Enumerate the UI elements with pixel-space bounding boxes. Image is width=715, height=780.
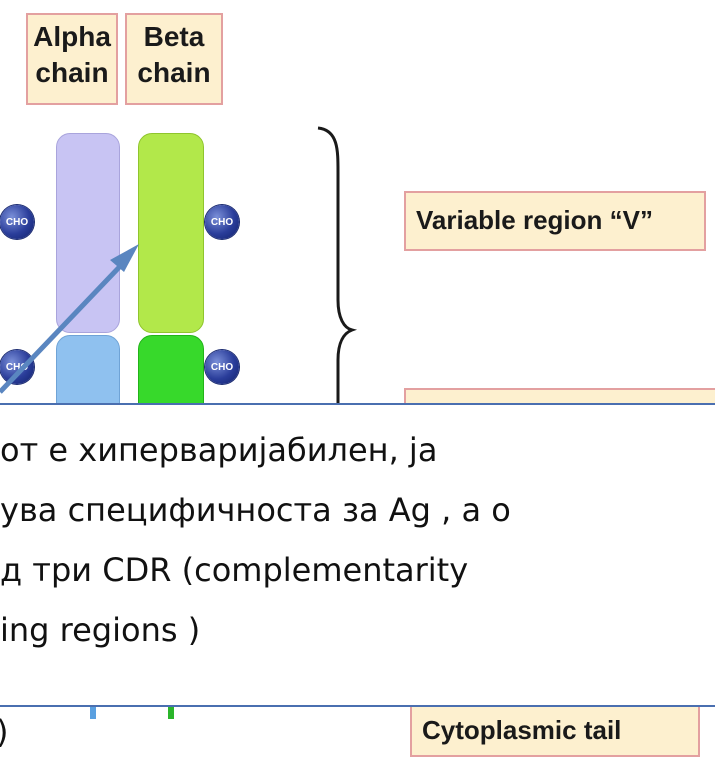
variable-region-label: Variable region “V”: [404, 191, 706, 251]
alpha-variable-domain: [56, 133, 120, 333]
bottom-text: ): [0, 713, 8, 751]
cho-glycan-icon: CHO: [0, 350, 34, 384]
caption-line-1: от е хиперваријабилен, ја: [0, 431, 438, 469]
bottom-divider: [0, 705, 715, 707]
alpha-transmembrane-stub: [90, 707, 96, 719]
caption-line-3: д три CDR (complementarity: [0, 551, 469, 589]
cho-label: CHO: [5, 216, 29, 228]
alpha-chain-label: Alpha chain: [26, 13, 118, 105]
diagram-overlay: [0, 126, 358, 405]
pointer-arrowhead: [110, 244, 139, 272]
cytoplasmic-tail-label: Cytoplasmic tail: [410, 707, 700, 757]
pointer-arrow: [0, 256, 130, 394]
beta-chain-label: Beta chain: [125, 13, 223, 105]
cho-glycan-icon: CHO: [0, 205, 34, 239]
cho-glycan-icon: CHO: [205, 350, 239, 384]
caption-text-box: от е хиперваријабилен, ја ува специфично…: [0, 405, 715, 705]
bottom-fragment: ) Cytoplasmic tail: [0, 707, 715, 780]
caption-line-4: ing regions ): [0, 611, 201, 649]
top-divider: [0, 403, 715, 405]
beta-variable-domain: [138, 133, 204, 333]
cho-label: CHO: [5, 361, 29, 373]
beta-constant-domain: [138, 335, 204, 405]
tcr-diagram: Alpha chain Beta chain CHO CHO CHO CHO V…: [0, 13, 715, 405]
beta-transmembrane-stub: [168, 707, 174, 719]
caption-line-2: ува специфичноста за Ag , а о: [0, 491, 511, 529]
cho-glycan-icon: CHO: [205, 205, 239, 239]
cho-label: CHO: [210, 361, 234, 373]
region-brace: [317, 126, 358, 405]
alpha-constant-domain: [56, 335, 120, 405]
cho-label: CHO: [210, 216, 234, 228]
